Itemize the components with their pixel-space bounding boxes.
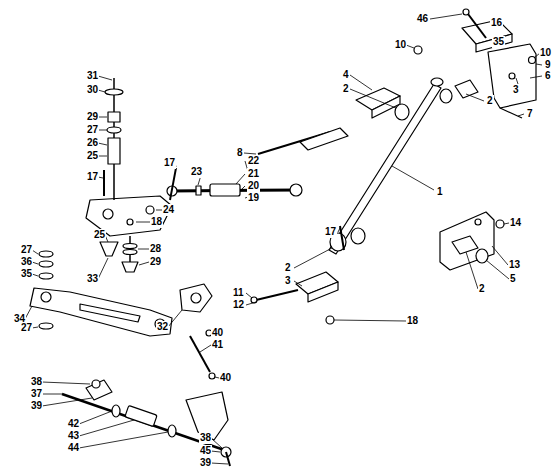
callout-number: 29 bbox=[149, 256, 162, 268]
callout-number: 41 bbox=[211, 339, 224, 351]
callout-number: 27 bbox=[86, 124, 99, 136]
callout-number: 22 bbox=[247, 155, 260, 167]
callout-number: 1 bbox=[436, 186, 444, 198]
callout-number: 3 bbox=[512, 84, 520, 96]
callout-number: 11 bbox=[232, 287, 245, 299]
callout-number: 10 bbox=[539, 47, 552, 59]
callout-number: 29 bbox=[86, 111, 99, 123]
callout-number: 25 bbox=[93, 229, 106, 241]
lower-bracket bbox=[440, 212, 494, 270]
callout-number: 43 bbox=[67, 430, 80, 442]
drag-link bbox=[30, 288, 172, 336]
callout-number: 2 bbox=[486, 95, 494, 107]
callout-number: 12 bbox=[232, 299, 245, 311]
callout-number: 17 bbox=[163, 157, 176, 169]
callout-number: 40 bbox=[211, 327, 224, 339]
callout-number: 28 bbox=[149, 243, 162, 255]
callout-number: 18 bbox=[406, 315, 419, 327]
callout-number: 10 bbox=[394, 39, 407, 51]
callout-number: 38 bbox=[199, 432, 212, 444]
pivot-block bbox=[180, 284, 212, 312]
callout-number: 4 bbox=[342, 69, 350, 81]
callout-number: 16 bbox=[490, 17, 503, 29]
steering-post bbox=[329, 84, 441, 254]
callout-number: 6 bbox=[544, 70, 552, 82]
callout-number: 20 bbox=[247, 180, 260, 192]
callout-number: 39 bbox=[199, 457, 212, 469]
callout-number: 30 bbox=[86, 84, 99, 96]
tie-rod-sleeve bbox=[210, 184, 240, 196]
callout-number: 32 bbox=[156, 321, 169, 333]
steering-bracket bbox=[488, 44, 536, 108]
tie-rod-end bbox=[86, 380, 112, 400]
callout-number: 44 bbox=[67, 442, 80, 454]
callout-number: 38 bbox=[30, 376, 43, 388]
callout-number: 25 bbox=[86, 150, 99, 162]
callout-number: 3 bbox=[284, 275, 292, 287]
washer bbox=[105, 89, 123, 95]
callout-number: 5 bbox=[509, 273, 517, 285]
callout-number: 2 bbox=[478, 283, 486, 295]
callout-number: 31 bbox=[86, 70, 99, 82]
callout-number: 35 bbox=[492, 36, 505, 48]
callout-number: 40 bbox=[219, 372, 232, 384]
callout-number: 39 bbox=[30, 400, 43, 412]
leader-lines bbox=[25, 14, 542, 464]
callout-number: 18 bbox=[150, 216, 163, 228]
callout-number: 8 bbox=[236, 147, 244, 159]
callout-number: 26 bbox=[86, 137, 99, 149]
callout-number: 2 bbox=[342, 83, 350, 95]
callout-number: 7 bbox=[526, 108, 534, 120]
callout-number: 45 bbox=[199, 445, 212, 457]
callout-number: 33 bbox=[86, 273, 99, 285]
callout-number: 35 bbox=[20, 268, 33, 280]
callout-number: 36 bbox=[20, 256, 33, 268]
callout-number: 42 bbox=[67, 418, 80, 430]
callout-number: 23 bbox=[190, 166, 203, 178]
callout-number: 19 bbox=[247, 192, 260, 204]
callout-number: 27 bbox=[20, 244, 33, 256]
callout-number: 17 bbox=[324, 226, 337, 238]
callout-number: 13 bbox=[508, 259, 521, 271]
callout-number: 27 bbox=[20, 322, 33, 334]
callout-number: 24 bbox=[162, 204, 175, 216]
cone-spacer bbox=[100, 242, 118, 256]
callout-number: 2 bbox=[284, 262, 292, 274]
callout-number: 21 bbox=[247, 168, 260, 180]
callout-number: 46 bbox=[416, 13, 429, 25]
ball-joint bbox=[290, 184, 302, 196]
tie-rod-sleeve bbox=[125, 405, 157, 426]
callout-number: 14 bbox=[509, 217, 522, 229]
callout-number: 37 bbox=[30, 388, 43, 400]
callout-number: 17 bbox=[86, 171, 99, 183]
bushing bbox=[455, 80, 478, 98]
